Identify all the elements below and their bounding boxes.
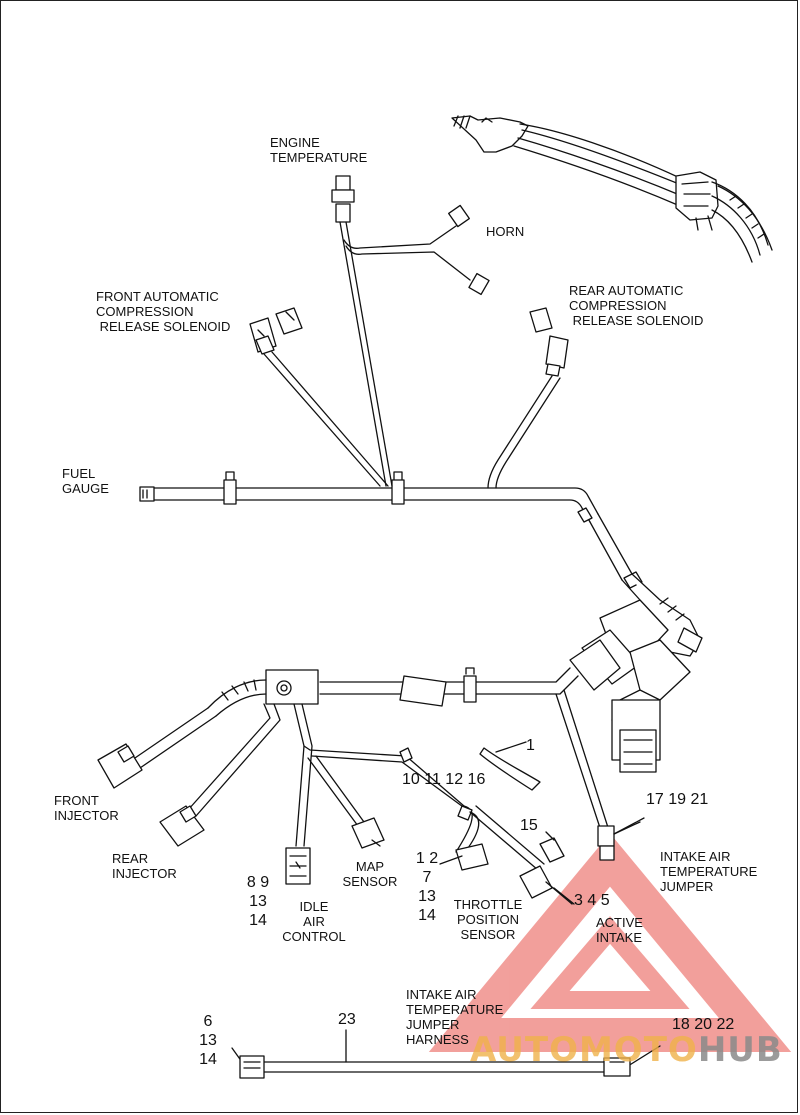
harness-detail-top-right [451,115,773,263]
label-fuel-gauge: FUEL GAUGE [62,466,109,496]
rear-acr-branch [487,307,569,489]
callout-harness-left-group: 6 13 14 [199,1013,217,1068]
label-rear-acr-solenoid: REAR AUTOMATIC COMPRESSION RELEASE SOLEN… [569,283,704,328]
label-front-acr-solenoid: FRONT AUTOMATIC COMPRESSION RELEASE SOLE… [96,289,231,334]
label-rear-injector: REAR INJECTOR [112,851,177,881]
label-idle-air-control: IDLE AIR CONTROL [282,899,346,944]
front-acr-branch [249,307,389,487]
watermark-triangle [428,833,792,1052]
engine-temperature-branch [331,175,490,487]
callout-iat-group: 17 19 21 [646,791,709,808]
callout-map-group: 10 11 12 16 [402,771,486,788]
main-trunk-upper [139,471,643,589]
main-trunk-lower [97,667,641,861]
label-engine-temperature: ENGINE TEMPERATURE [270,135,368,165]
sensor-branches [285,703,573,905]
watermark-hub: HUB [697,1030,783,1070]
label-intake-air-temp-jumper-harness: INTAKE AIR TEMPERATURE JUMPER HARNESS [406,987,504,1047]
callout-15: 15 [520,817,538,834]
callout-23: 23 [338,1011,356,1028]
callout-tps-group: 1 2 7 13 14 [415,850,439,924]
callout-active-intake-group: 3 4 5 [574,892,610,909]
label-throttle-position-sensor: THROTTLE POSITION SENSOR [453,897,523,942]
label-front-injector: FRONT INJECTOR [54,793,119,823]
label-intake-air-temp-jumper: INTAKE AIR TEMPERATURE JUMPER [660,849,758,894]
watermark-text-automoto: AUTOMOTOHUB [470,1030,783,1070]
watermark-automoto: AUTOMOTO [470,1030,698,1070]
intake-air-temp-jumper-harness-drawing [239,1055,631,1079]
callout-harness-right-group: 18 20 22 [672,1016,735,1033]
label-active-intake: ACTIVE INTAKE [596,915,643,945]
loose-parts [479,741,565,863]
callout-1: 1 [526,737,535,754]
label-horn: HORN [486,224,525,239]
label-map-sensor: MAP SENSOR [342,859,398,889]
junction-block-right [569,573,703,773]
callout-iac-group: 8 9 13 14 [246,874,270,929]
